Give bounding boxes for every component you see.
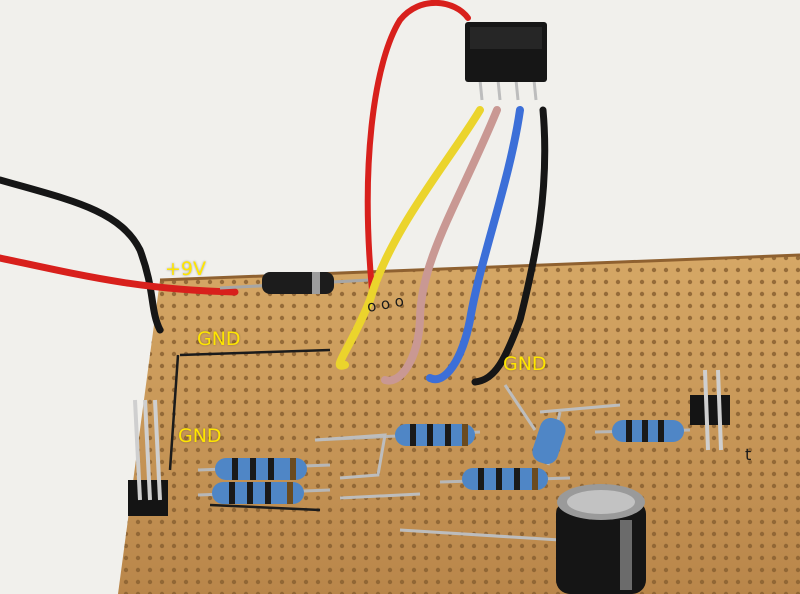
bare-link-5 — [503, 384, 537, 431]
ground-label-right: GND — [503, 353, 547, 375]
resistor-6 — [594, 420, 691, 442]
yellow-jumper-wire — [335, 106, 484, 370]
corner-marking: t — [745, 445, 751, 464]
ic-chip — [465, 22, 547, 101]
resistor-1 — [197, 458, 331, 480]
electrolytic-capacitor — [556, 484, 646, 594]
bare-link-3 — [399, 528, 561, 542]
ground-label-top: GND — [197, 328, 241, 350]
red-power-wire — [0, 254, 239, 296]
right-pin-header — [690, 369, 730, 451]
bare-link-2 — [339, 492, 421, 500]
marker-trace — [168, 348, 331, 512]
pink-jumper-wire — [381, 106, 501, 385]
bare-link-4 — [539, 403, 621, 414]
supply-label: +9V — [165, 258, 207, 280]
bare-link-1 — [314, 433, 387, 480]
black-jumper-wire — [471, 106, 549, 386]
red-chip-wire — [364, 0, 471, 293]
blue-jumper-wire — [426, 106, 524, 384]
resistor-3 — [314, 424, 481, 446]
left-pin-header — [128, 399, 168, 516]
resistor-5 — [532, 411, 566, 466]
resistor-2 — [197, 482, 331, 504]
ground-label-left: GND — [178, 425, 222, 447]
black-power-wire — [0, 176, 164, 334]
diode — [219, 272, 371, 294]
resistor-4 — [439, 468, 571, 490]
